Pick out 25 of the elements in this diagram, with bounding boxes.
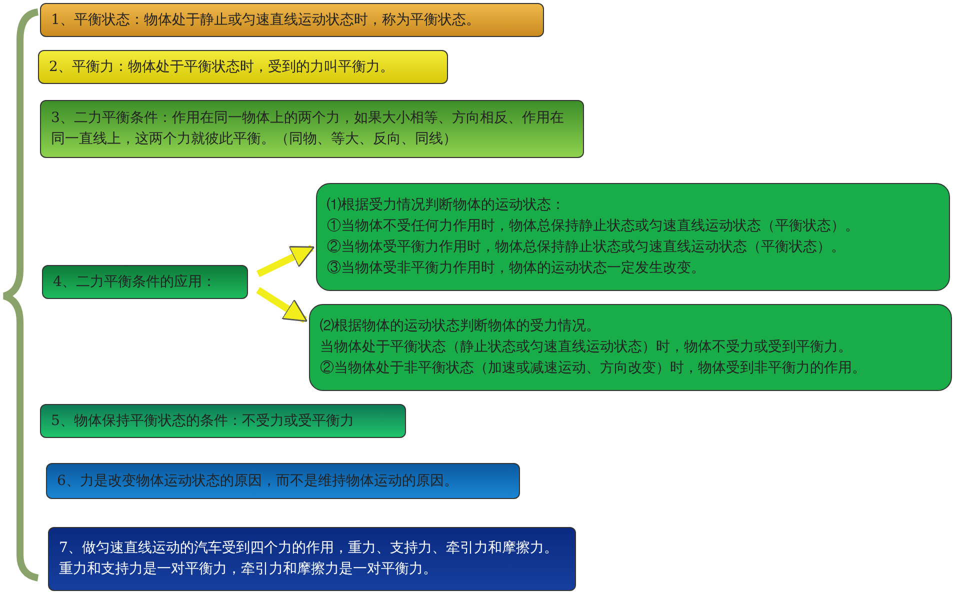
rounded-box	[316, 183, 950, 291]
box-text: ①当物体不受任何力作用时，物体总保持静止状态或匀速直线运动状态（平衡状态）。	[327, 217, 860, 236]
arrow	[256, 244, 315, 278]
box-text: 2、平衡力：物体处于平衡状态时，受到的力叫平衡力。	[49, 58, 395, 76]
box-text: ⑴根据受力情况判断物体的运动状态：	[327, 196, 566, 215]
box-text: 5、物体保持平衡状态的条件：不受力或受平衡力	[51, 412, 355, 430]
box-text: ⑵根据物体的运动状态判断物体的受力情况。	[320, 317, 601, 336]
text-box	[40, 404, 406, 438]
box-text: 7、做匀速直线运动的汽车受到四个力的作用，重力、支持力、牵引力和摩擦力。重力和支持力是一对平衡力，牵引力和摩擦力是一对平衡力。	[59, 539, 559, 579]
text-box	[40, 100, 584, 158]
box-text: 6、力是改变物体运动状态的原因，而不是维持物体运动的原因。	[57, 472, 459, 490]
text-box	[46, 463, 520, 499]
box-text: ②当物体处于非平衡状态（加速或减速运动、方向改变）时，物体受到非平衡力的作用。	[320, 359, 867, 378]
box-text: 1、平衡状态：物体处于静止或匀速直线运动状态时，称为平衡状态。	[51, 10, 481, 30]
text-box	[48, 527, 576, 591]
box-text: 3、二力平衡条件：作用在同一物体上的两个力，如果大小相等、方向相反、作用在同一直线上，这两个力就彼此平衡。（同物、等大、反向、同线）	[51, 109, 565, 149]
rounded-box	[309, 304, 952, 391]
text-box	[40, 3, 544, 37]
box-text: ②当物体受平衡力作用时，物体总保持静止状态或匀速直线运动状态（平衡状态）。	[327, 238, 846, 257]
arrow	[256, 287, 308, 323]
text-box	[38, 50, 448, 84]
box-text: ③当物体受非平衡力作用时，物体的运动状态一定发生改变。	[327, 259, 706, 278]
box-text: 4、二力平衡条件的应用：	[53, 272, 217, 292]
box-text: 当物体处于平衡状态（静止状态或匀速直线运动状态）时，物体不受力或受到平衡力。	[320, 338, 853, 357]
text-box	[42, 265, 248, 299]
